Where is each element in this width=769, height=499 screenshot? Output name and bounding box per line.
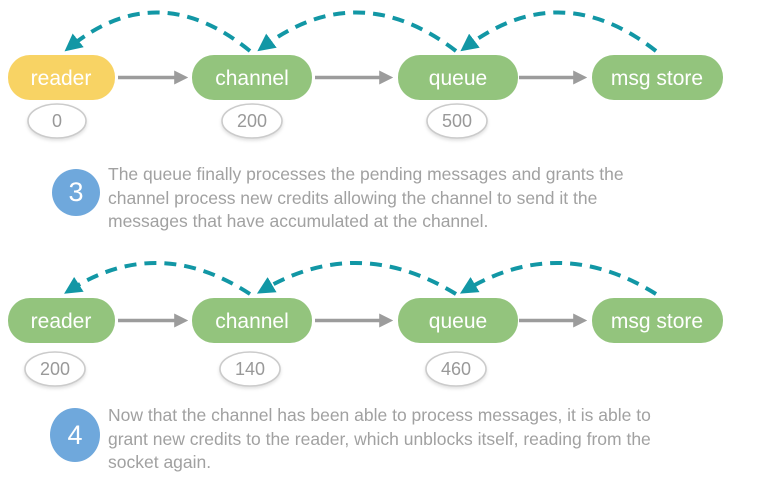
step-4-number: 4 [67,419,83,450]
node-msgstore-label: msg store [611,67,703,90]
node-msgstore-box [592,55,723,100]
node-queue-box [398,55,518,100]
node-channel-box-2 [192,298,312,343]
diagram-state-1: reader channel queue msg store 0 200 500 [8,10,723,139]
step-3-text: The queue finally processes the pending … [108,163,624,234]
node-channel-box [192,55,312,100]
credit-badge-channel-2 [219,351,281,387]
credit-badge-channel [221,103,283,139]
node-reader-box [8,55,115,100]
diagram-state-2: reader channel queue msg store 200 140 4… [8,260,723,387]
step-4-badge: 4 [50,408,100,462]
node-queue-label-2: queue [429,310,487,333]
credit-value-channel-2: 140 [235,359,265,379]
credit-arc-queue-to-channel [257,10,458,53]
credit-arc-queue-to-channel-2 [256,260,458,296]
step-3-number: 3 [68,177,84,207]
credit-value-queue: 500 [442,111,472,131]
credit-badge-reader [27,103,87,139]
step-3-line-1: The queue finally processes the pending … [108,164,624,184]
node-reader-label: reader [31,67,92,90]
node-msgstore-label-2: msg store [611,310,703,333]
credit-badge-reader-2 [24,351,86,387]
step-4-line-2: grant new credits to the reader, which u… [108,428,651,449]
credit-value-reader: 0 [52,111,62,131]
credit-arc-msgstore-to-queue [460,10,658,53]
credit-badge-queue [426,103,488,139]
node-channel-label-2: channel [215,310,289,333]
node-msgstore-box-2 [592,298,723,343]
node-reader-box-2 [8,298,115,343]
credit-value-channel: 200 [237,111,267,131]
credit-value-reader-2: 200 [40,359,70,379]
node-queue-box-2 [398,298,518,343]
step-3-line-2: channel process new credits allowing the… [108,187,598,208]
step-4-line-1: Now that the channel has been able to pr… [108,405,651,425]
credit-arc-channel-to-reader-2 [64,260,252,296]
step-3-badge: 3 [52,169,100,216]
credit-badge-queue-2 [425,351,487,387]
step-3-line-3: messages that have accumulated at the ch… [108,211,489,231]
step-4-line-3: socket again. [108,452,212,472]
credit-arc-channel-to-reader [64,10,252,53]
node-reader-label-2: reader [31,310,92,333]
credit-value-queue-2: 460 [441,359,471,379]
node-channel-label: channel [215,67,289,90]
credit-arc-msgstore-to-queue-2 [459,260,658,296]
node-queue-label: queue [429,67,487,90]
step-4-text: Now that the channel has been able to pr… [108,404,651,475]
